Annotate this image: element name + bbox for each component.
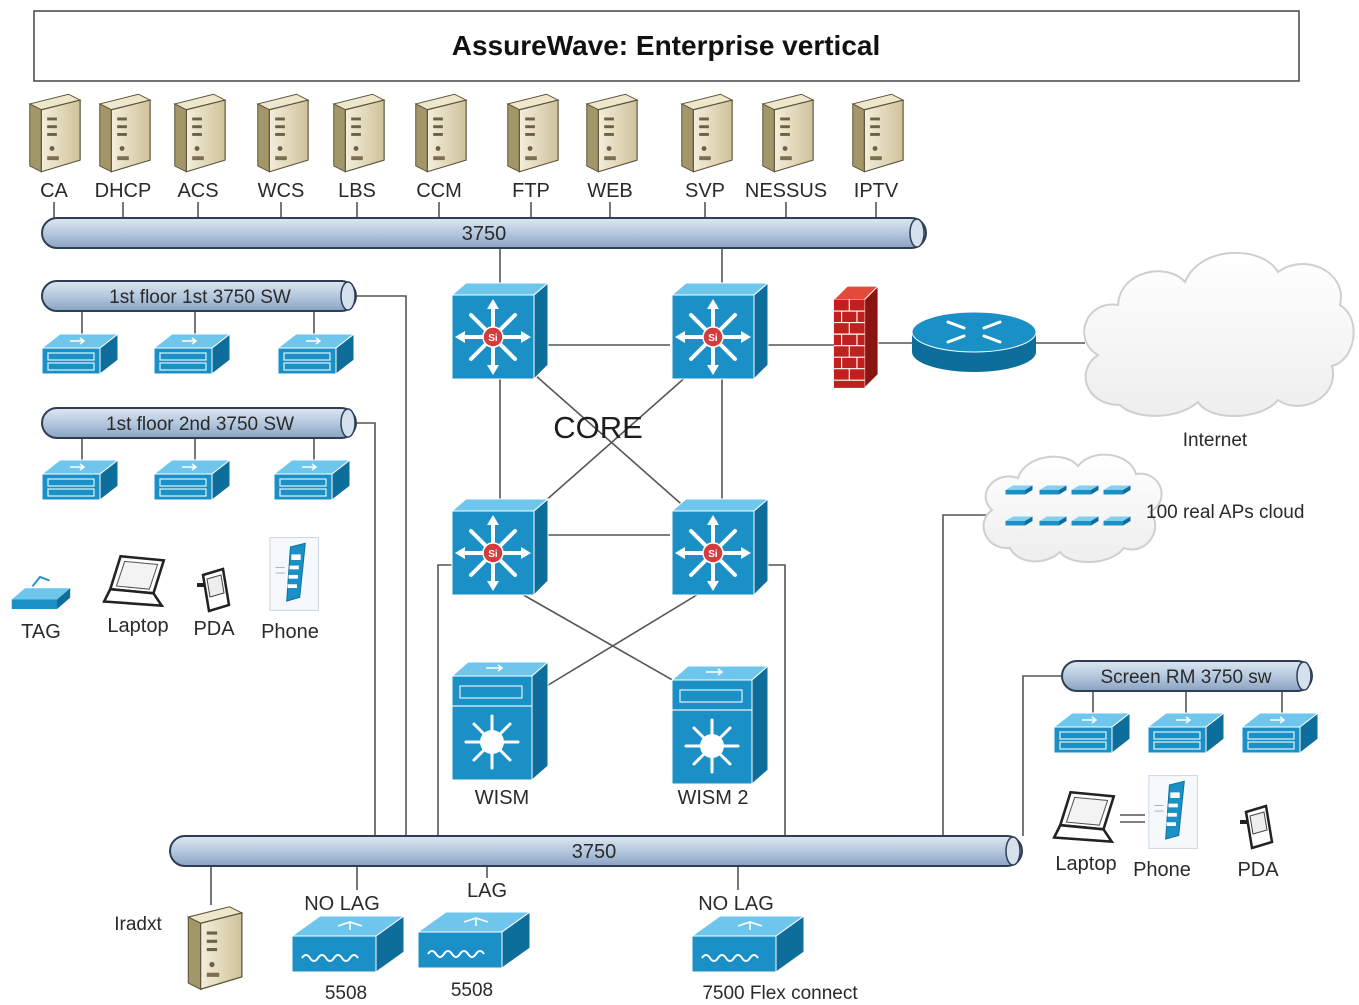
wism-label: WISM [475, 787, 529, 809]
firewall-icon [833, 285, 879, 389]
ca-server [29, 93, 81, 173]
device-label: PDA [1237, 859, 1279, 881]
device-label: Phone [1133, 859, 1191, 881]
pda-icon [1238, 804, 1274, 850]
wism2-label: WISM 2 [677, 787, 748, 809]
diagram-title: AssureWave: Enterprise vertical [452, 30, 881, 61]
phone-icon [269, 537, 319, 611]
access-switch [1053, 712, 1131, 754]
device-label: PDA [193, 618, 235, 640]
screen-rm-access-switches [1053, 712, 1319, 754]
core-label: CORE [553, 410, 643, 445]
bottom-3750-bus: 3750 [169, 835, 1023, 867]
ccm-server [415, 93, 467, 173]
core-switch-left [450, 281, 550, 381]
pda-icon [195, 567, 231, 613]
controller-model: 5508 [325, 983, 367, 1004]
ftp-server [507, 93, 559, 173]
radius-server: Iradxt [114, 906, 243, 990]
device-label: Laptop [1055, 853, 1116, 875]
tag-icon [10, 575, 72, 610]
access-switch [41, 459, 119, 501]
access-switch [273, 459, 351, 501]
laptop-icon [1052, 790, 1116, 843]
dhcp-server [99, 93, 151, 173]
iptv-server [852, 93, 904, 173]
controller-tag: LAG [467, 880, 507, 902]
internet-label: Internet [1183, 430, 1248, 451]
nessus-server [762, 93, 814, 173]
controller-model: 7500 Flex connect [702, 983, 858, 1004]
controller-model: 5508 [451, 980, 493, 1001]
server-row [29, 93, 904, 173]
left-client-devices: TAG Laptop PDA Phone [10, 537, 319, 643]
wlc-5508-icon [417, 911, 531, 969]
device-label: TAG [21, 621, 61, 643]
controller-tag: NO LAG [304, 893, 380, 915]
ap-cloud-icon [982, 453, 1163, 564]
svp-server [681, 93, 733, 173]
screen-rm-bus: Screen RM 3750 sw [1061, 660, 1313, 692]
access-switch [1241, 712, 1319, 754]
core-switch-right [670, 281, 770, 381]
web-server [586, 93, 638, 173]
screen-rm-label: Screen RM 3750 sw [1100, 667, 1271, 688]
wcs-server [257, 93, 309, 173]
server-labels: CA DHCP ACS WCS LBS CCM FTP WEB SVP NESS… [40, 180, 899, 202]
access-switch [41, 333, 119, 375]
server-label: ACS [177, 180, 218, 202]
lbs-server [333, 93, 385, 173]
server-label: DHCP [95, 180, 152, 202]
connection-links [53, 202, 1283, 905]
device-label: Phone [261, 621, 319, 643]
ap-cloud-label: 100 real APs cloud [1146, 502, 1304, 523]
title-box [33, 10, 1300, 82]
router-icon [911, 311, 1037, 372]
bottom-bus-label: 3750 [572, 841, 617, 863]
server-label: IPTV [854, 180, 899, 202]
laptop-icon [102, 554, 166, 607]
server-label: WCS [258, 180, 305, 202]
controller-tag: NO LAG [698, 893, 774, 915]
wlc-7500-icon [691, 915, 805, 973]
floor1-sw2-label: 1st floor 2nd 3750 SW [106, 414, 294, 435]
server-label: CA [40, 180, 68, 202]
top-bus-label: 3750 [462, 223, 507, 245]
distribution-switch-left [450, 497, 550, 597]
server-label: CCM [416, 180, 462, 202]
wism-modules: WISM WISM 2 [450, 660, 770, 809]
phone-icon [1148, 775, 1198, 849]
device-label: Laptop [107, 615, 168, 637]
acs-server [174, 93, 226, 173]
wism2-icon [670, 664, 770, 786]
distribution-switch-right [670, 497, 770, 597]
floor1-sw2-bus: 1st floor 2nd 3750 SW [41, 407, 357, 439]
top-3750-bus: 3750 [41, 217, 927, 249]
wism-icon [450, 660, 550, 782]
wlc-controllers: NO LAG 5508 LAG 5508 NO LAG 7500 Flex co… [291, 880, 858, 1004]
radius-label: Iradxt [114, 914, 162, 935]
access-switch [277, 333, 355, 375]
server-label: WEB [587, 180, 633, 202]
server-label: FTP [512, 180, 550, 202]
server-label: SVP [685, 180, 725, 202]
right-client-devices: Laptop Phone PDA [1052, 775, 1279, 881]
access-switch [153, 459, 231, 501]
internet-cloud-icon [1083, 252, 1355, 418]
floor1-sw1-label: 1st floor 1st 3750 SW [109, 287, 291, 308]
access-switch [1147, 712, 1225, 754]
floor1-sw1-bus: 1st floor 1st 3750 SW [41, 280, 357, 312]
server-label: NESSUS [745, 180, 827, 202]
access-switch [153, 333, 231, 375]
wlc-5508-icon [291, 915, 405, 973]
server-label: LBS [338, 180, 376, 202]
